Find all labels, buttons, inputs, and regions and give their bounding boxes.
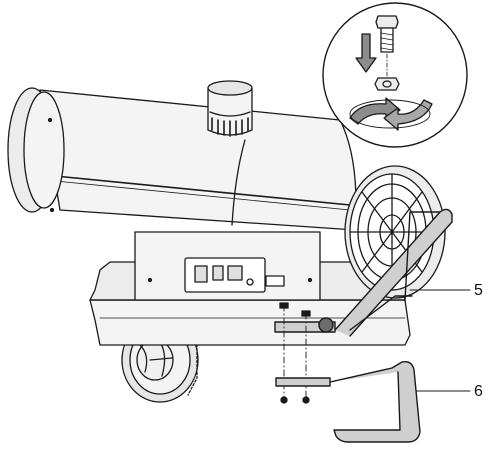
chimney — [207, 80, 253, 137]
callout-label-6: 6 — [474, 383, 483, 400]
rotate-arrows-icon — [349, 97, 433, 131]
control-panel-icon — [184, 257, 266, 293]
heater-cylinder — [7, 87, 357, 231]
nut-icon — [374, 77, 400, 91]
down-arrow-icon — [355, 33, 377, 73]
rear-handle — [275, 360, 421, 443]
control-housing — [134, 231, 321, 301]
front-handle — [274, 208, 453, 337]
callout-label-5: 5 — [474, 282, 483, 299]
bolt-icon — [375, 15, 399, 53]
fan-guard-icon — [344, 165, 446, 299]
detail-inset — [322, 2, 468, 148]
